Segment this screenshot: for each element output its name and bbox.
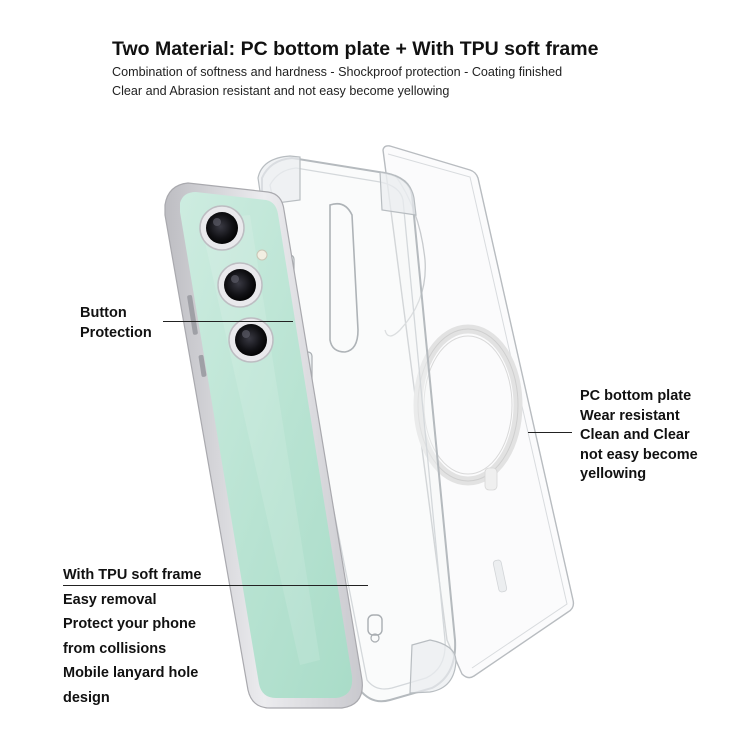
callout-tpu-line-6: design — [63, 689, 110, 706]
phone-illustration — [164, 182, 363, 709]
callout-pc-line-1: PC bottom plate — [580, 388, 692, 404]
magsafe-ring-icon — [413, 324, 523, 491]
callout-button-protection: Button Protection — [80, 303, 152, 343]
callout-pc-plate: PC bottom plate Wear resistant Clean and… — [580, 387, 698, 485]
callout-tpu-frame: With TPU soft frame Easy removal Protect… — [63, 563, 201, 710]
callout-button-line-1: Button — [80, 305, 127, 321]
leader-line-button — [163, 321, 293, 322]
page-title: Two Material: PC bottom plate + With TPU… — [112, 38, 599, 60]
callout-tpu-line-4: from collisions — [63, 640, 167, 657]
subtitle-line-1: Combination of softness and hardness - S… — [112, 65, 563, 79]
callout-pc-line-5: yellowing — [580, 466, 647, 482]
callout-tpu-line-3: Protect your phone — [63, 616, 196, 632]
callout-tpu-line-5: Mobile lanyard hole — [63, 665, 199, 681]
callout-pc-line-3: Clean and Clear — [580, 427, 690, 443]
subtitle-line-2: Clear and Abrasion resistant and not eas… — [112, 84, 450, 98]
leader-line-pc — [528, 432, 572, 433]
callout-tpu-line-2: Easy removal — [63, 591, 157, 608]
callout-pc-line-4: not easy become — [580, 446, 698, 463]
callout-tpu-line-1: With TPU soft frame — [63, 567, 202, 583]
pc-plate-illustration — [382, 145, 575, 679]
callout-pc-line-2: Wear resistant — [580, 407, 680, 424]
leader-line-tpu — [63, 585, 368, 586]
callout-button-line-2: Protection — [80, 325, 152, 341]
